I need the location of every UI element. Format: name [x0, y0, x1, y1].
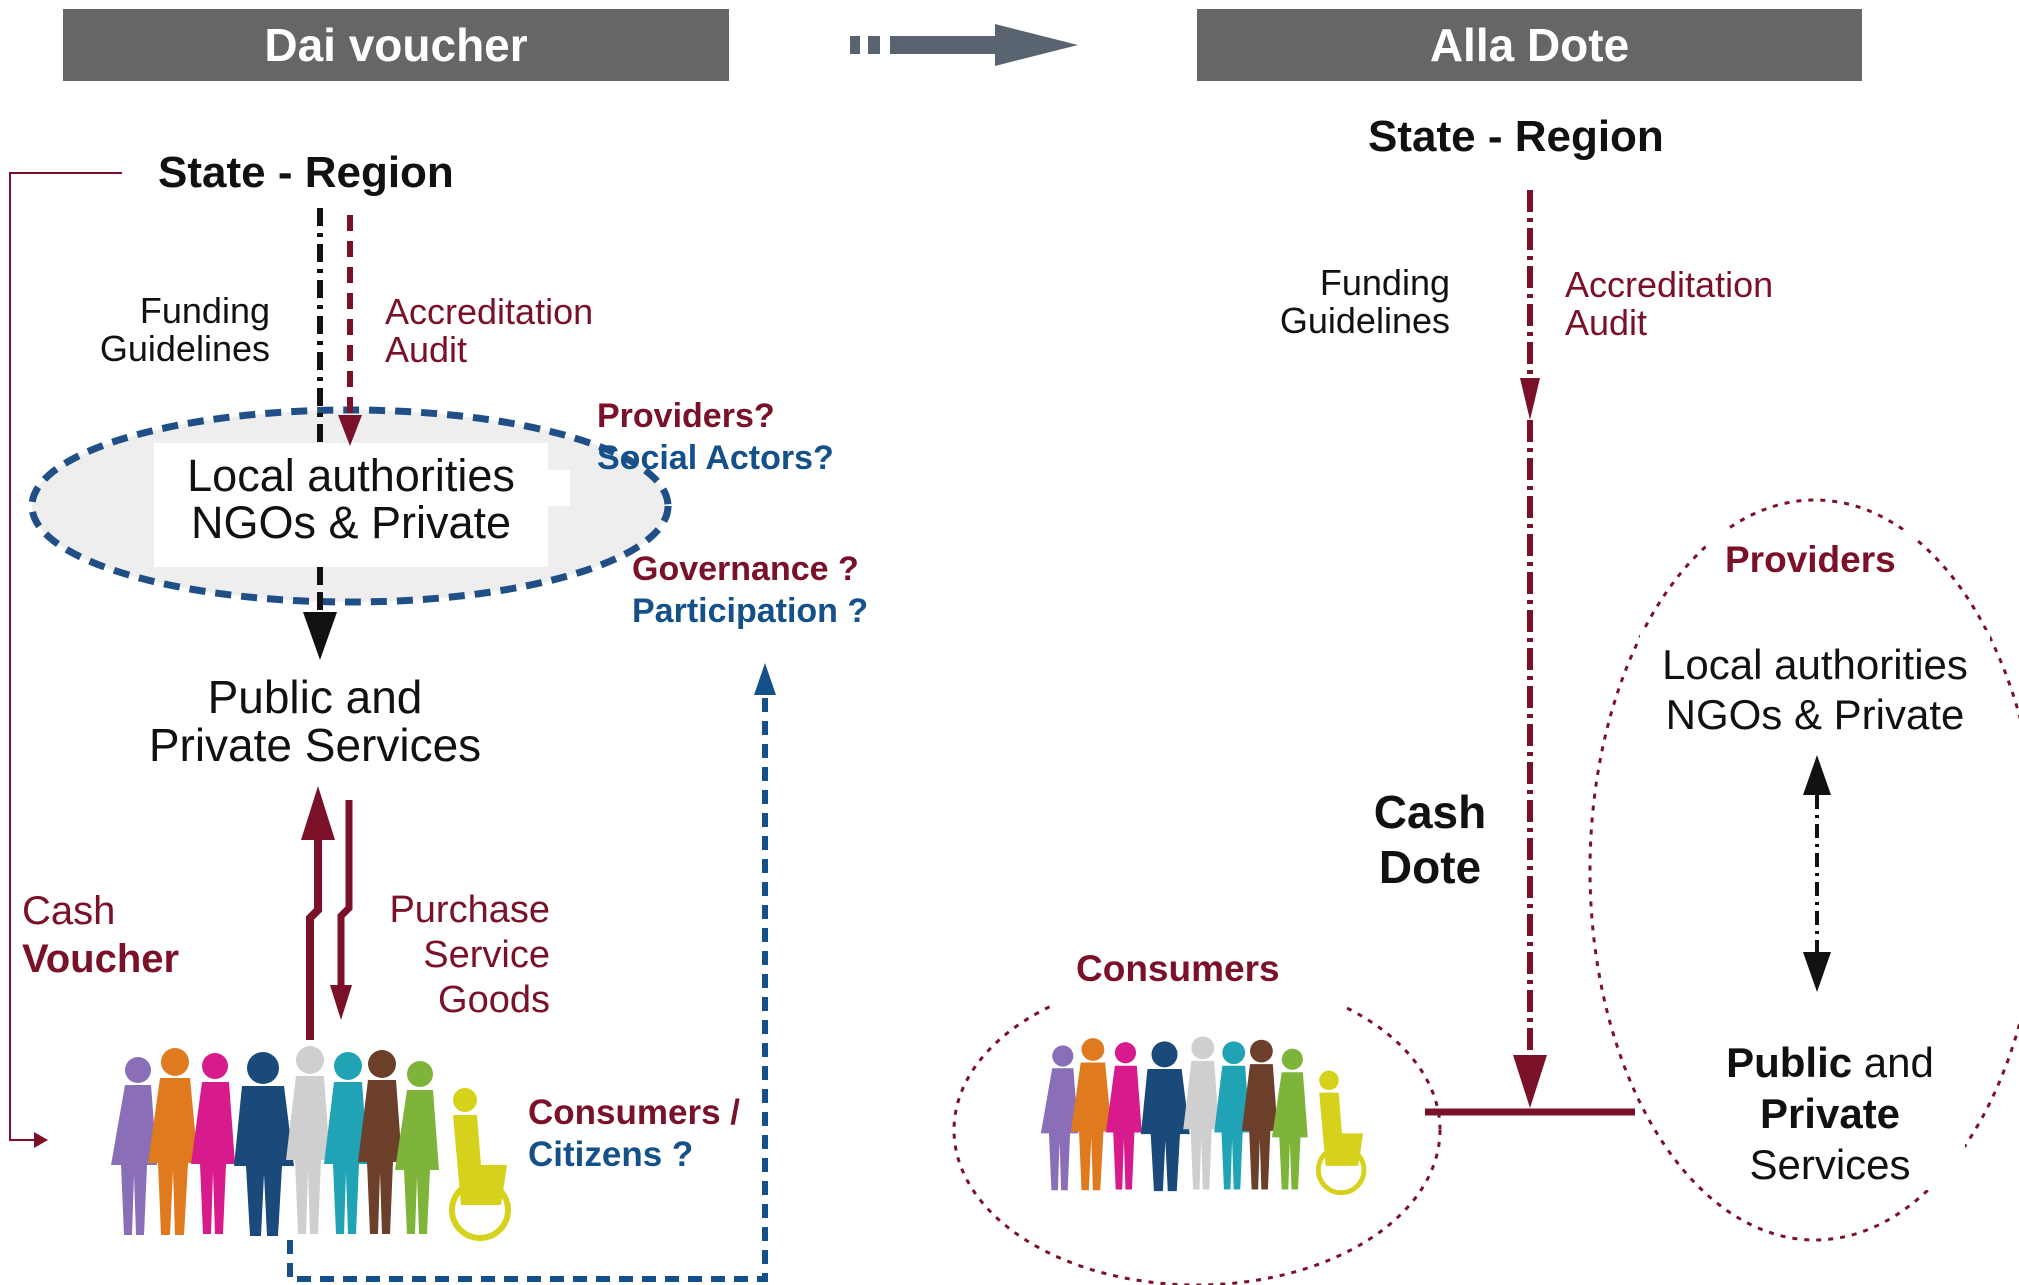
left-accreditation-label: Accreditation Audit: [385, 293, 593, 369]
person-figure: [1271, 1048, 1308, 1190]
right-services: Public and Private Services: [1705, 1037, 1955, 1191]
right-accreditation-label: Accreditation Audit: [1565, 266, 1773, 342]
right-funding-label: Funding Guidelines: [1270, 264, 1450, 340]
person-figure: [111, 1057, 157, 1235]
right-services-services: Services: [1749, 1141, 1911, 1189]
right-providers-label: Providers: [1725, 539, 1896, 580]
left-local-authorities-line1: Local authorities: [187, 450, 515, 501]
accreditation-arrowhead: [338, 415, 362, 446]
right-local-authorities-line2: NGOs & Private: [1665, 691, 1965, 739]
purchase-arrow: [330, 800, 353, 1020]
left-local-authorities-line2: NGOs & Private: [190, 497, 512, 549]
person-figure: [1241, 1039, 1278, 1190]
consumers-crowd-left: [111, 1046, 511, 1241]
person-figure: [1070, 1038, 1112, 1191]
left-services-line2: Private Services: [148, 719, 482, 772]
consumers-citizens-line2: Citizens ?: [528, 1135, 694, 1174]
purchase-line2: Service: [423, 933, 550, 976]
header-alla-dote: Alla Dote: [1197, 9, 1862, 81]
left-cash: Cash: [22, 889, 116, 933]
right-services-and: and: [1852, 1039, 1934, 1086]
social-actors-question: Social Actors?: [597, 439, 834, 477]
transition-arrow: [850, 24, 1078, 66]
left-funding-line2: Guidelines: [99, 327, 270, 369]
right-accreditation-line2: Audit: [1565, 301, 1648, 343]
cash-voucher-arrow: [301, 786, 335, 1040]
governance-question: Governance ?: [632, 550, 859, 588]
person-figure: [449, 1088, 511, 1241]
right-local-authorities: Local authorities NGOs & Private: [1640, 640, 1990, 741]
consumers-crowd-right: [1040, 1036, 1367, 1196]
left-services: Public and Private Services: [140, 673, 490, 770]
person-figure: [1040, 1045, 1079, 1191]
left-funding-line1: Funding: [139, 290, 270, 331]
person-figure: [395, 1061, 439, 1234]
header-alla-dote-label: Alla Dote: [1429, 19, 1630, 71]
providers-services-arrow: [1803, 755, 1831, 992]
right-services-public: Public: [1726, 1039, 1853, 1086]
right-cash: Cash: [1373, 786, 1487, 838]
person-figure: [1214, 1041, 1250, 1190]
left-services-line1: Public and: [207, 671, 423, 723]
right-consumers-label: Consumers: [1076, 948, 1280, 989]
funding-arrowhead: [303, 612, 337, 660]
local-authorities-box: [154, 443, 548, 567]
person-figure: [1183, 1036, 1220, 1190]
cash-dote-line: [1425, 190, 1635, 1116]
right-cash-dote: Cash Dote: [1330, 785, 1530, 895]
right-funding-line1: Funding: [1319, 262, 1450, 303]
person-figure: [358, 1050, 402, 1234]
person-figure: [1140, 1041, 1190, 1192]
participation-question: Participation ?: [632, 592, 869, 630]
header-dai-voucher-label: Dai voucher: [264, 19, 528, 71]
left-state-region: State - Region: [158, 148, 454, 197]
right-funding-line2: Guidelines: [1279, 299, 1450, 341]
person-figure: [191, 1053, 235, 1234]
right-accreditation-line1: Accreditation: [1565, 264, 1774, 305]
person-figure: [286, 1046, 330, 1234]
right-local-authorities-line1: Local authorities: [1662, 641, 1968, 688]
voucher-loop-line: [9, 172, 122, 1148]
consumers-citizens-line1: Consumers /: [528, 1093, 740, 1132]
purchase-line3: Goods: [438, 978, 550, 1021]
providers-question: Providers?: [597, 397, 775, 435]
right-services-private: Private: [1759, 1090, 1901, 1138]
right-state-region: State - Region: [1368, 112, 1664, 161]
participation-loop: [287, 663, 776, 1282]
person-figure: [234, 1052, 294, 1236]
purchase-line1: Purchase: [389, 889, 550, 931]
person-figure: [324, 1052, 368, 1234]
person-figure: [148, 1048, 198, 1235]
left-accreditation-line1: Accreditation: [385, 291, 594, 332]
left-local-authorities: Local authorities NGOs & Private: [154, 452, 548, 547]
header-dai-voucher: Dai voucher: [63, 9, 729, 81]
left-accreditation-line2: Audit: [385, 328, 468, 370]
right-dote: Dote: [1378, 841, 1482, 894]
left-voucher: Voucher: [22, 937, 180, 981]
person-figure: [1315, 1070, 1367, 1196]
purchase-label: Purchase Service Goods: [370, 888, 550, 1022]
left-funding-label: Funding Guidelines: [90, 292, 270, 368]
providers-ellipse: [1588, 498, 2019, 1242]
person-figure: [1105, 1042, 1142, 1190]
